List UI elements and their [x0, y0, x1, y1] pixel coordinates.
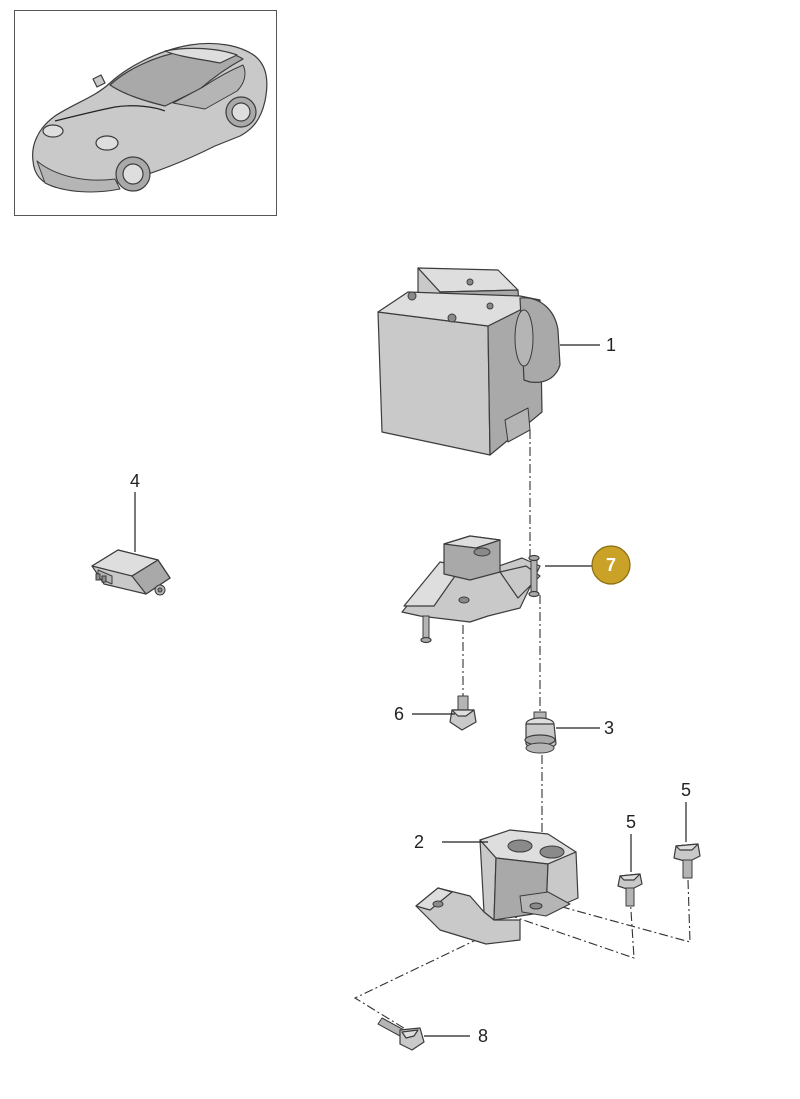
part-abs-unit: [377, 267, 561, 456]
part-lower-bracket: [415, 829, 579, 945]
car-windshield: [109, 49, 244, 107]
part-sensor: [91, 549, 171, 596]
assembly-lines: [353, 430, 691, 1031]
car-headlight-right: [95, 135, 119, 151]
leader-lines: [134, 344, 687, 1037]
car-hood-line: [54, 105, 166, 122]
callout-2[interactable]: 2: [414, 832, 424, 852]
vehicle-thumbnail: [14, 10, 277, 216]
part-bolt-5a: [617, 873, 643, 907]
car-headlight-left: [42, 124, 64, 138]
car-front-bumper: [36, 160, 121, 193]
part-bolt-6: [449, 695, 477, 731]
callout-8[interactable]: 8: [478, 1026, 488, 1046]
part-upper-bracket: [401, 535, 541, 644]
callout-1[interactable]: 1: [606, 335, 616, 355]
callout-5b[interactable]: 5: [681, 780, 691, 800]
callout-5a[interactable]: 5: [626, 812, 636, 832]
car-illustration: [32, 42, 268, 193]
highlight-badge: [591, 545, 631, 585]
callout-4[interactable]: 4: [130, 471, 140, 491]
part-bolt-5b: [673, 843, 701, 879]
callout-3[interactable]: 3: [604, 718, 614, 738]
callout-7-badge[interactable]: 7: [591, 545, 631, 585]
part-bolt-8: [377, 1017, 425, 1051]
part-damper-3: [524, 711, 557, 754]
car-mirror: [92, 74, 106, 88]
car-roof: [164, 47, 238, 64]
car-side-window: [172, 64, 246, 110]
callout-6[interactable]: 6: [394, 704, 404, 724]
callout-7[interactable]: 7: [606, 555, 616, 575]
